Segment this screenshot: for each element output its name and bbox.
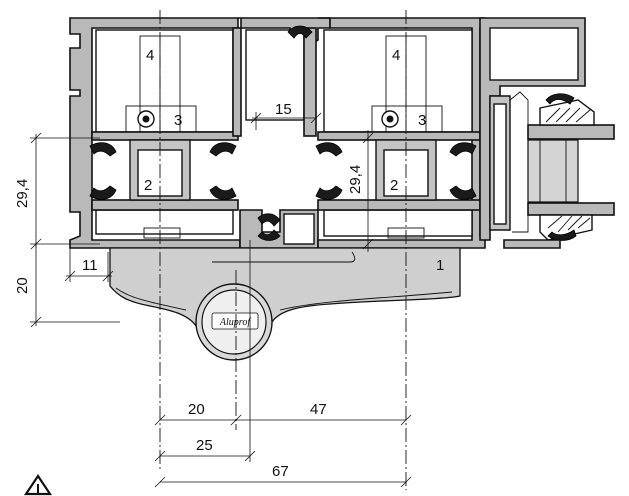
label-part-4-right: 4 — [392, 47, 400, 64]
right-frame-profile — [317, 17, 486, 249]
middle-mullion-profile — [238, 17, 331, 249]
gaskets-mullion — [257, 25, 313, 241]
gaskets-left — [89, 142, 237, 200]
label-part-2-left: 2 — [144, 177, 152, 194]
label-part-2-right: 2 — [390, 177, 398, 194]
dim-25: 25 — [196, 437, 213, 454]
handle-assembly: Aluprof — [109, 247, 461, 361]
center-lines — [159, 10, 407, 490]
dimension-labels: 15 29,4 29,4 20 11 20 47 25 67 — [14, 101, 364, 480]
handle-logo-text: Aluprof — [219, 317, 251, 328]
brand-logo-icon: Aluprof — [211, 312, 259, 330]
label-part-1: 1 — [436, 257, 444, 274]
dim-20-left: 20 — [14, 277, 31, 294]
top-bead-gasket — [545, 93, 575, 105]
screw-head-right — [386, 115, 394, 123]
glass-pane — [527, 139, 579, 203]
dim-29-4-mid: 29,4 — [347, 165, 364, 194]
handle-body — [109, 247, 461, 357]
part-labels: 4 4 3 3 2 2 1 — [144, 47, 444, 274]
label-part-3-left: 3 — [174, 112, 182, 129]
gaskets-right — [315, 142, 477, 200]
left-frame-profile — [69, 17, 242, 249]
dim-67: 67 — [272, 463, 289, 480]
dim-11: 11 — [82, 257, 98, 274]
sash-and-glazing-profile — [479, 17, 615, 249]
dim-29-4-left: 29,4 — [14, 179, 31, 208]
warning-triangle-icon — [23, 474, 53, 496]
dim-15: 15 — [275, 101, 292, 118]
screw-head-left — [142, 115, 150, 123]
dimension-lines — [30, 112, 412, 488]
label-part-4-left: 4 — [146, 47, 154, 64]
label-part-3-right: 3 — [418, 112, 426, 129]
dim-20-bottom: 20 — [188, 401, 205, 418]
dim-47: 47 — [310, 401, 327, 418]
